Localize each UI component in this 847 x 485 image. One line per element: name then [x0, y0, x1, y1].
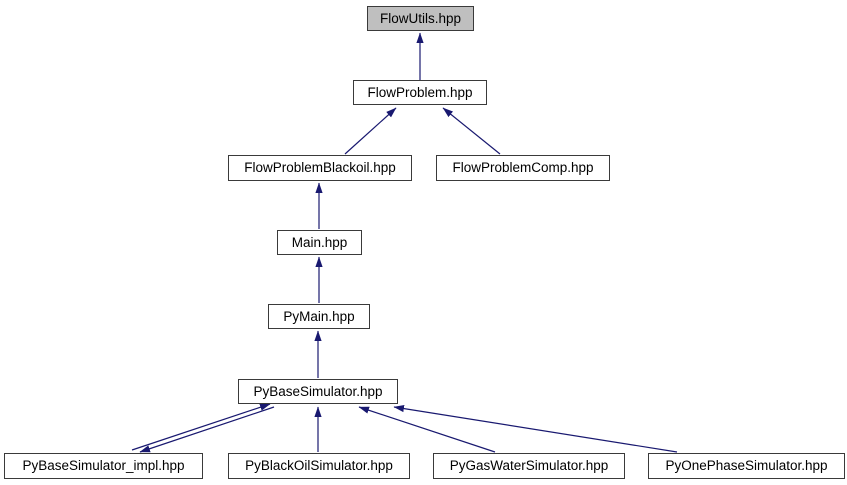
node-pygaswatersimulator[interactable]: PyGasWaterSimulator.hpp — [433, 453, 625, 479]
edge-pyonephasesimulator-to-pybasesimulator — [393, 405, 678, 453]
node-flowproblemblackoil[interactable]: FlowProblemBlackoil.hpp — [228, 155, 412, 181]
edge-flowproblemblackoil-to-flowproblem — [344, 107, 397, 155]
edge-pybasesimulator_impl-to-pybasesimulator — [131, 403, 271, 451]
edge-pygaswatersimulator-to-pybasesimulator — [358, 406, 496, 453]
edge-pybasesimulator-to-pybasesimulator_impl — [139, 406, 275, 453]
node-pyblackoilsimulator[interactable]: PyBlackOilSimulator.hpp — [228, 453, 410, 479]
edge-flowproblemcomp-to-flowproblem — [442, 107, 501, 155]
node-main[interactable]: Main.hpp — [277, 230, 362, 255]
node-pyonephasesimulator[interactable]: PyOnePhaseSimulator.hpp — [648, 453, 845, 479]
node-flowproblemcomp[interactable]: FlowProblemComp.hpp — [436, 155, 610, 181]
node-flowutils[interactable]: FlowUtils.hpp — [367, 6, 474, 31]
node-pybasesimulator[interactable]: PyBaseSimulator.hpp — [238, 379, 398, 404]
node-flowproblem[interactable]: FlowProblem.hpp — [353, 80, 487, 105]
node-pybasesimulator-impl[interactable]: PyBaseSimulator_impl.hpp — [4, 453, 203, 479]
node-pymain[interactable]: PyMain.hpp — [268, 304, 370, 329]
